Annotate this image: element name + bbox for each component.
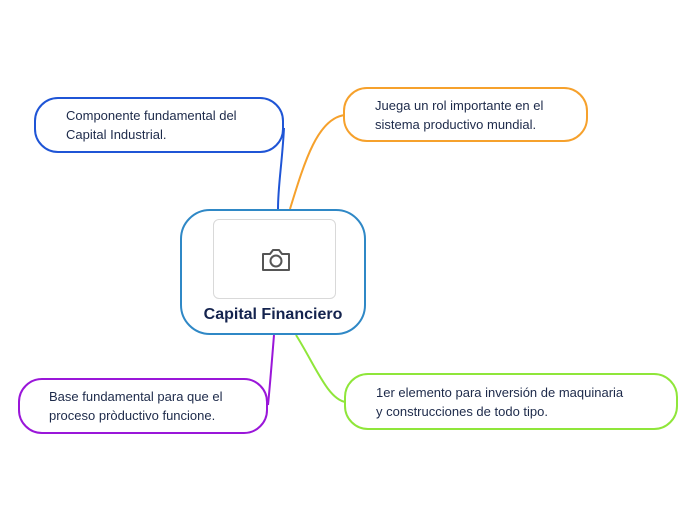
topic-node-sistema-productivo[interactable]: Juega un rol importante en el sistema pr… [343, 87, 588, 142]
topic-text: Componente fundamental del Capital Indus… [66, 108, 237, 142]
central-node[interactable]: Capital Financiero [180, 209, 366, 335]
connector-bottom-right [295, 334, 347, 403]
central-title: Capital Financiero [203, 306, 343, 323]
topic-node-capital-industrial[interactable]: Componente fundamental del Capital Indus… [34, 97, 284, 153]
connector-bottom-left [267, 334, 275, 406]
topic-text: Base fundamental para que el proceso prò… [49, 389, 223, 423]
topic-text: 1er elemento para inversión de maquinari… [376, 384, 624, 419]
topic-node-inversion-maquinaria[interactable]: 1er elemento para inversión de maquinari… [344, 373, 678, 430]
connector-top-left [277, 127, 285, 210]
camera-icon [262, 249, 290, 271]
topic-text: Juega un rol importante en el sistema pr… [375, 97, 544, 132]
connector-top-right [289, 114, 346, 210]
image-placeholder[interactable] [213, 219, 336, 299]
topic-node-proceso-productivo[interactable]: Base fundamental para que el proceso prò… [18, 378, 268, 434]
